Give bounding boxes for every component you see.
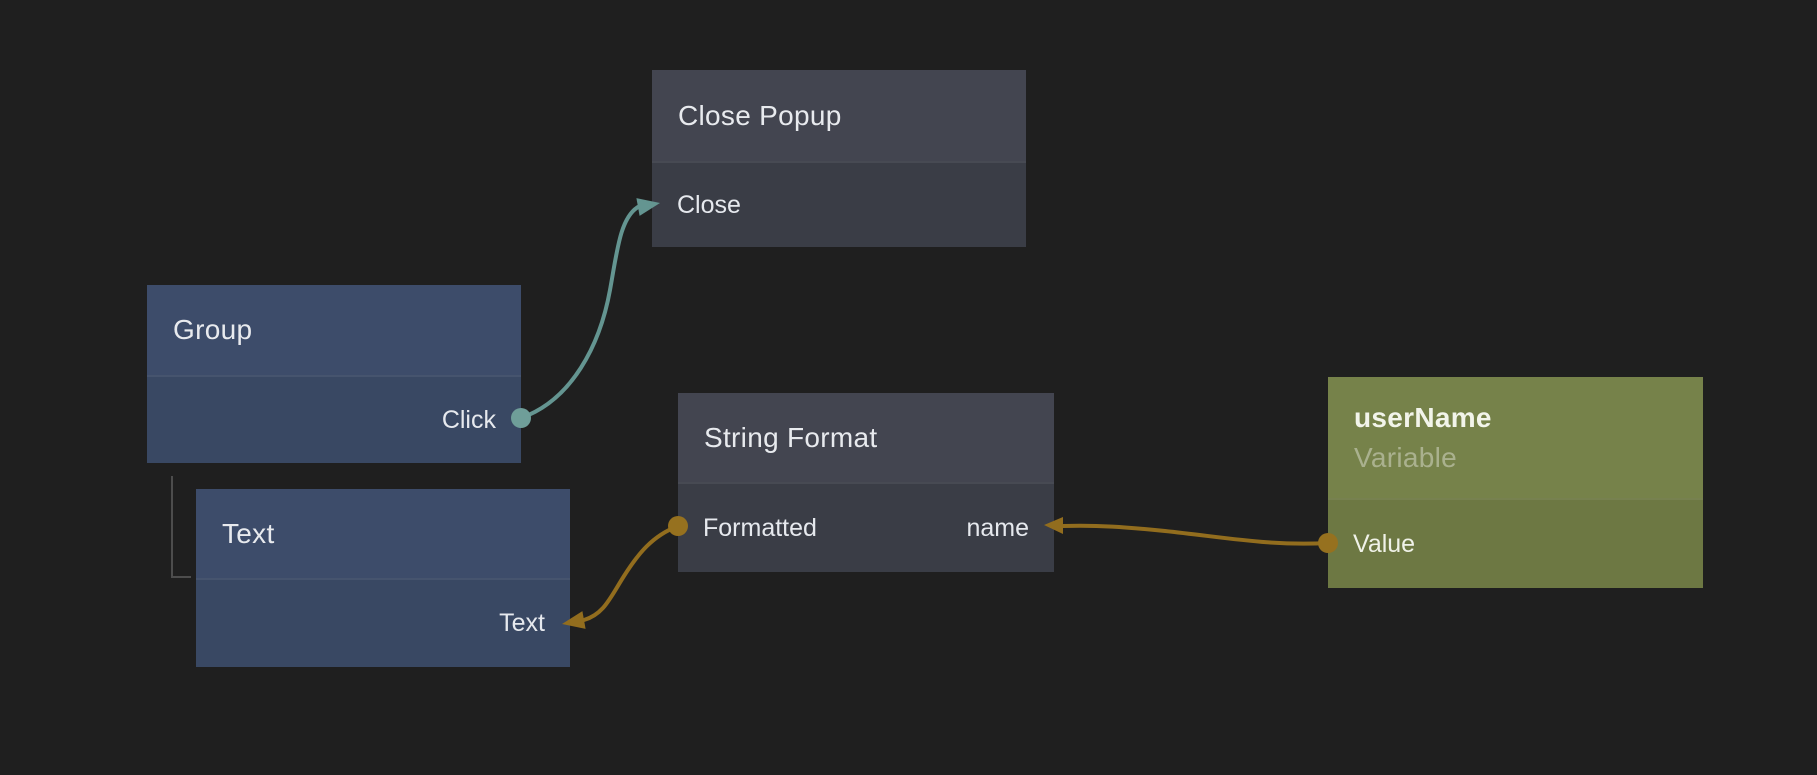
node-string-format-header[interactable]: String Format xyxy=(678,393,1054,482)
node-user-name-body: Value xyxy=(1328,498,1703,588)
node-title: Close Popup xyxy=(678,99,842,131)
node-string-format[interactable]: String Format Formatted name xyxy=(678,393,1054,572)
port-formatted-output[interactable]: Formatted xyxy=(703,513,817,542)
node-group[interactable]: Group Click xyxy=(147,285,521,463)
node-subtitle: Variable xyxy=(1354,441,1458,473)
node-user-name[interactable]: userName Variable Value xyxy=(1328,377,1703,588)
node-user-name-header[interactable]: userName Variable xyxy=(1328,377,1703,498)
node-group-body: Click xyxy=(147,375,521,463)
node-group-header[interactable]: Group xyxy=(147,285,521,375)
node-text[interactable]: Text Text xyxy=(196,489,570,667)
node-string-format-body: Formatted name xyxy=(678,482,1054,572)
wire-value-to-name[interactable] xyxy=(1061,523,1330,546)
node-text-header[interactable]: Text xyxy=(196,489,570,578)
node-title: Group xyxy=(173,314,253,345)
port-close-input[interactable]: Close xyxy=(677,190,741,219)
port-name-input[interactable]: name xyxy=(966,513,1029,542)
hierarchy-connector-group-text xyxy=(171,476,191,578)
node-close-popup-body: Close xyxy=(652,161,1026,247)
node-title: Text xyxy=(222,517,275,549)
node-close-popup-header[interactable]: Close Popup xyxy=(652,70,1026,161)
port-click-output[interactable]: Click xyxy=(441,405,496,434)
node-title: userName xyxy=(1354,401,1492,433)
node-text-body: Text xyxy=(196,578,570,667)
wire-click-to-close[interactable] xyxy=(519,205,640,420)
port-text-input[interactable]: Text xyxy=(499,609,545,637)
node-close-popup[interactable]: Close Popup Close xyxy=(652,70,1026,247)
node-title: String Format xyxy=(704,421,878,453)
wire-formatted-to-text[interactable] xyxy=(582,524,680,622)
port-value-output[interactable]: Value xyxy=(1353,529,1416,558)
